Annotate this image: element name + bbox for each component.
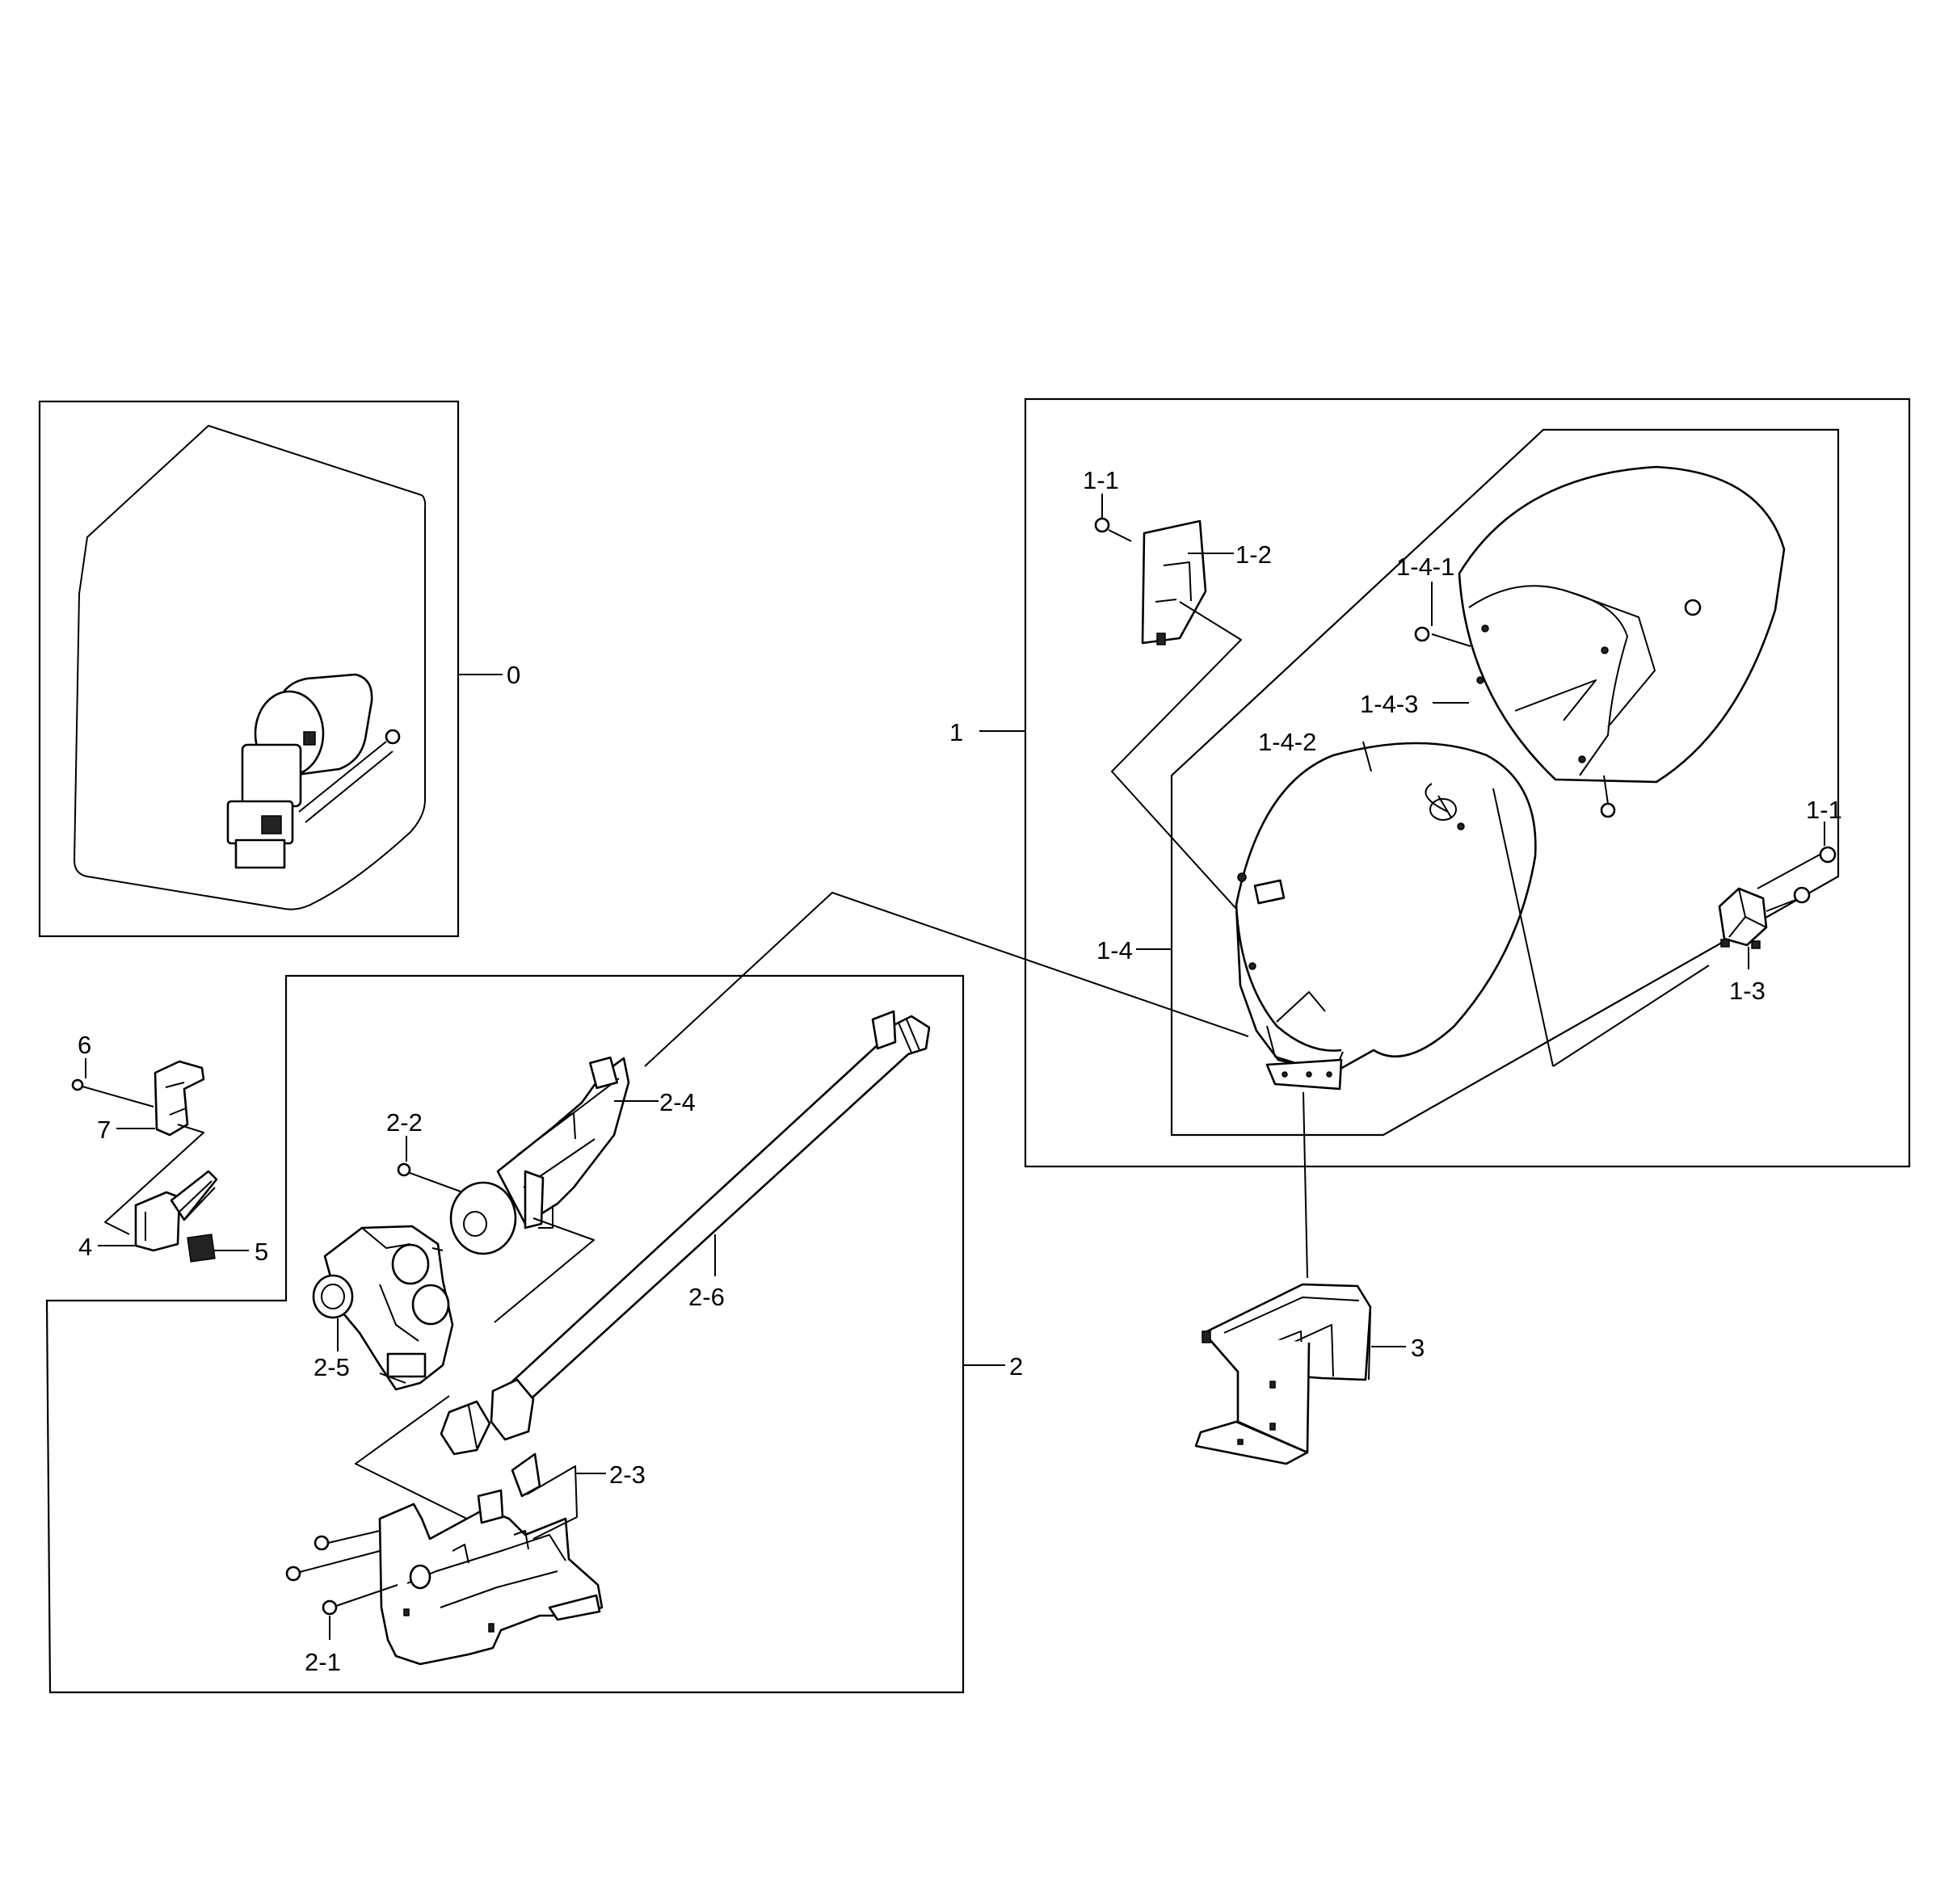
assembled-valve-thumbnail xyxy=(226,673,401,869)
callout-1-4-3: 1-4-3 xyxy=(1360,690,1418,718)
explode-line-2-2 xyxy=(494,1217,595,1323)
leader-1-4-1-line xyxy=(1431,633,1471,647)
part-1-3-sensor xyxy=(1718,846,1837,949)
igniter-kit-parts: 6 7 4 5 xyxy=(71,1031,268,1266)
callout-5: 5 xyxy=(255,1238,268,1266)
callout-1-4-1: 1-4-1 xyxy=(1396,553,1454,581)
group-0-assembly: 0 xyxy=(38,400,520,938)
explode-line-1-3 xyxy=(1552,965,1710,1067)
part-1-4-1-screw xyxy=(1414,626,1430,642)
callout-1-1-right: 1-1 xyxy=(1806,796,1842,824)
group-0-frame xyxy=(38,400,460,938)
callout-4: 4 xyxy=(78,1233,92,1261)
group-0-outline xyxy=(74,425,427,910)
callout-2-4: 2-4 xyxy=(659,1088,696,1116)
part-1-4-2-chamber xyxy=(1235,742,1554,1091)
callout-2-5: 2-5 xyxy=(314,1353,350,1381)
part-2-5-gas-valve xyxy=(312,1225,454,1391)
callout-2-2: 2-2 xyxy=(386,1108,423,1137)
part-1-2-bracket xyxy=(1141,519,1207,645)
part-2-4-burner xyxy=(449,1056,630,1255)
callout-2-1: 2-1 xyxy=(305,1648,341,1676)
part-1-1-screw-top xyxy=(1094,517,1132,542)
group-1-assembly: 1 1-2 1-1 xyxy=(949,397,1911,1168)
callout-1-3: 1-3 xyxy=(1729,977,1766,1005)
callout-1-2: 1-2 xyxy=(1235,540,1272,569)
callout-2-6: 2-6 xyxy=(688,1283,725,1311)
explode-line-3 xyxy=(1303,1091,1308,1279)
group-2-frame xyxy=(45,974,965,1694)
part-7-clip xyxy=(154,1060,205,1137)
callout-1-1-top: 1-1 xyxy=(1083,466,1119,494)
part-2-1-screws xyxy=(285,1530,398,1616)
part-2-3-bracket xyxy=(378,1452,604,1666)
callout-3: 3 xyxy=(1411,1334,1425,1362)
explode-line-7 xyxy=(104,1124,204,1235)
part-5-shield xyxy=(187,1234,216,1263)
group-2-assembly: 2 2-4 2-2 xyxy=(45,892,1249,1694)
explode-line-1-2 xyxy=(1111,601,1242,910)
callout-2: 2 xyxy=(1009,1352,1023,1381)
part-1-4-3-chamber xyxy=(1458,465,1786,818)
leader-1-4-2 xyxy=(1362,741,1372,772)
explode-line-2-4 xyxy=(644,892,1249,1067)
part-6-screw xyxy=(71,1078,84,1091)
leader-2-2-line xyxy=(409,1172,461,1192)
callout-1: 1 xyxy=(949,718,963,746)
part-3-bracket: 3 xyxy=(1194,1091,1425,1465)
group-1-frame xyxy=(1024,397,1911,1168)
part-2-2-screw xyxy=(397,1162,411,1177)
callout-1-4: 1-4 xyxy=(1096,936,1133,965)
callout-7: 7 xyxy=(97,1116,111,1144)
explode-line-2-5 xyxy=(355,1395,487,1529)
callout-2-3: 2-3 xyxy=(609,1461,646,1489)
callout-1-4-2: 1-4-2 xyxy=(1258,728,1316,756)
part-4-igniter xyxy=(134,1170,218,1252)
group-1-4-subframe xyxy=(1170,428,1840,1137)
callout-0: 0 xyxy=(507,661,520,689)
part-2-6-tube xyxy=(440,1010,931,1456)
callout-6: 6 xyxy=(78,1031,91,1059)
